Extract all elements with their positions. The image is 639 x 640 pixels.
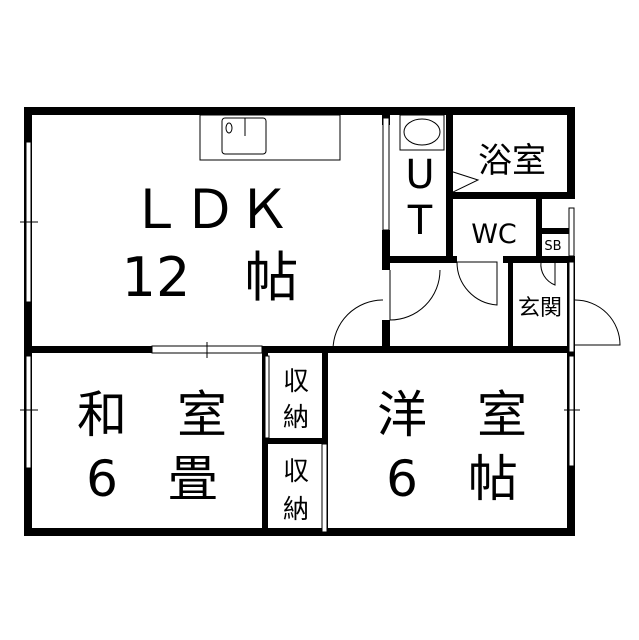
fixtures	[199, 114, 445, 161]
yoshitsu-size: 6 帖	[386, 450, 518, 508]
closet-lower-char1: 収	[283, 457, 309, 487]
closet-lower-char2: 納	[283, 495, 309, 525]
bath-label: 浴室	[478, 141, 546, 181]
wc-label: WC	[471, 219, 517, 250]
ut-label-u: U	[405, 152, 434, 198]
washitsu-size: 6 畳	[86, 450, 218, 508]
ut-label-t: T	[407, 198, 433, 244]
closet-upper-char2: 納	[283, 403, 309, 433]
yoshitsu-label: 洋 室	[377, 386, 527, 444]
ldk-label: ＬＤＫ	[129, 178, 291, 241]
kitchen-counter	[199, 114, 341, 161]
closet-upper-char1: 収	[283, 367, 309, 397]
ldk-size: 12 帖	[122, 246, 299, 309]
windows	[20, 117, 580, 533]
entrance-label: 玄関	[518, 296, 562, 321]
kitchen-sink-icon	[221, 117, 267, 155]
washbasin-icon	[399, 114, 445, 151]
washitsu-label: 和 室	[77, 386, 227, 444]
sb-label: SB	[544, 239, 561, 254]
doors	[332, 145, 621, 351]
walls	[24, 107, 575, 536]
